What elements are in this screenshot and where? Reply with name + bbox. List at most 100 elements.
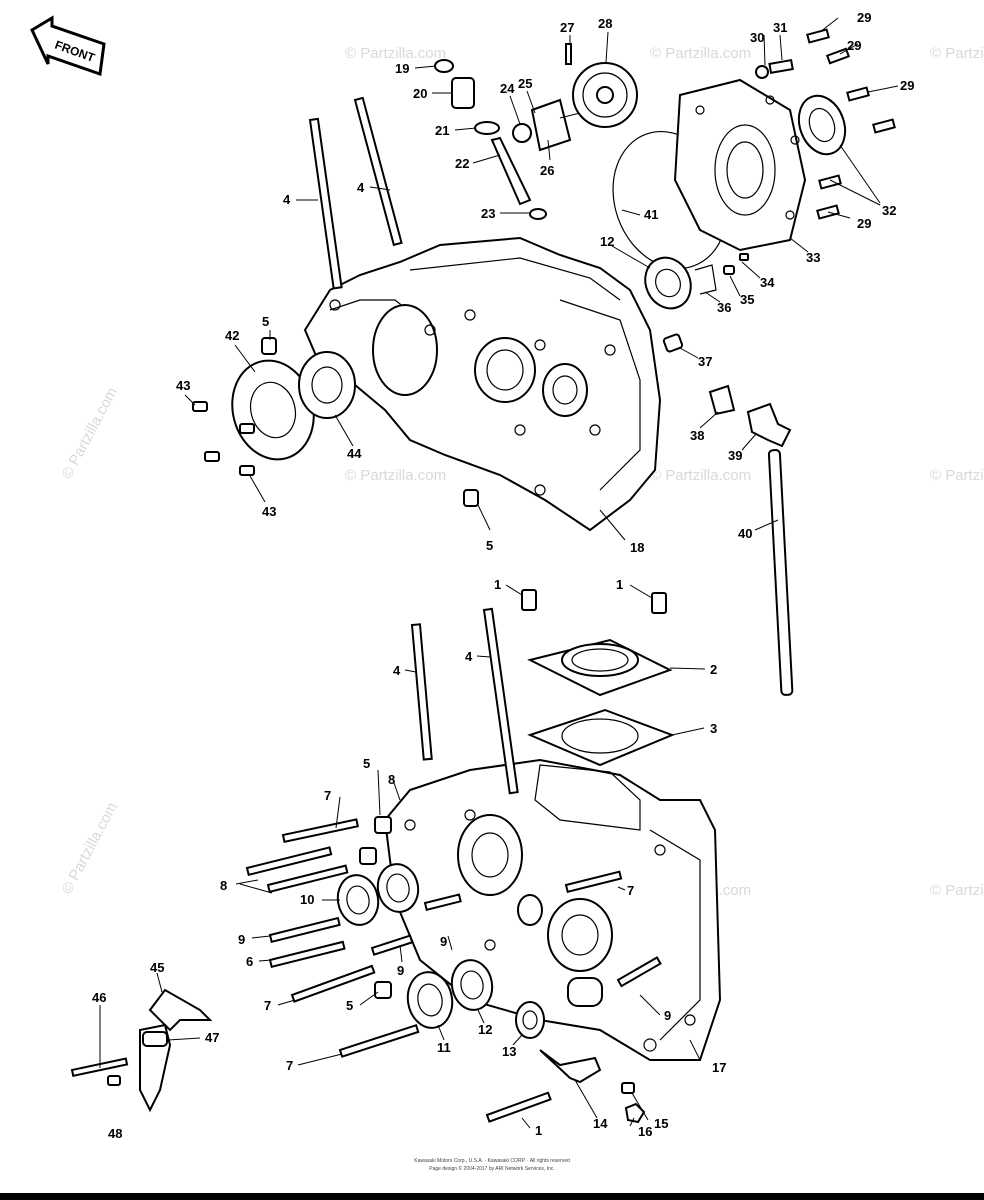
watermark: © Partzilla.com xyxy=(930,882,984,899)
callout-number: 32 xyxy=(882,203,896,218)
callout-number: 29 xyxy=(847,38,861,53)
callout-number: 1 xyxy=(535,1123,542,1138)
crankcase-bolts xyxy=(245,818,662,1123)
dowel-pin xyxy=(374,816,392,834)
callout-number: 16 xyxy=(638,1124,652,1139)
callout-number: 20 xyxy=(413,86,427,101)
cover-screws xyxy=(755,28,896,220)
callout-number: 1 xyxy=(616,577,623,592)
callout-number: 5 xyxy=(346,998,353,1013)
callout-number: 37 xyxy=(698,354,712,369)
callout-number: 5 xyxy=(262,314,269,329)
callout-number: 7 xyxy=(286,1058,293,1073)
callout-number: 36 xyxy=(717,300,731,315)
callout-number: 25 xyxy=(518,76,532,91)
callout-number: 9 xyxy=(440,934,447,949)
callout-number: 4 xyxy=(283,192,291,207)
callout-number: 9 xyxy=(397,963,404,978)
callout-number: 12 xyxy=(600,234,614,249)
callout-number: 4 xyxy=(465,649,473,664)
callout-number: 43 xyxy=(262,504,276,519)
callout-number: 31 xyxy=(773,20,787,35)
callout-number: 23 xyxy=(481,206,495,221)
callout-number: 5 xyxy=(486,538,493,553)
callout-number: 2 xyxy=(710,662,717,677)
callout-number: 9 xyxy=(238,932,245,947)
callout-number: 10 xyxy=(300,892,314,907)
oil-seal xyxy=(797,94,847,156)
watermark: © Partzilla.com xyxy=(345,467,446,484)
cylinder-gaskets xyxy=(521,589,675,767)
callout-number: 41 xyxy=(644,207,658,222)
callout-number: 17 xyxy=(712,1060,726,1075)
callout-number: 7 xyxy=(264,998,271,1013)
callout-number: 48 xyxy=(108,1126,122,1141)
callout-number: 4 xyxy=(357,180,365,195)
callout-number: 15 xyxy=(654,1116,668,1131)
callout-number: 3 xyxy=(710,721,717,736)
callout-number: 5 xyxy=(363,756,370,771)
callout-number: 42 xyxy=(225,328,239,343)
callout-number: 26 xyxy=(540,163,554,178)
stud-bolts-upper xyxy=(308,96,403,290)
stud-bolts-lower xyxy=(410,607,519,795)
callout-number: 6 xyxy=(246,954,253,969)
dowel-pin xyxy=(359,847,377,865)
callout-number: 39 xyxy=(728,448,742,463)
callout-numbers: 4 4 5 5 19 20 21 22 23 24 25 26 27 28 41… xyxy=(92,10,914,1141)
side-cover xyxy=(673,78,807,252)
watermark: © Partzilla.com xyxy=(930,45,984,62)
copyright-line: Kawasaki Motors Corp., U.S.A. · Kawasaki… xyxy=(414,1158,570,1164)
watermark: © Partzilla.com xyxy=(345,45,446,62)
callout-number: 45 xyxy=(150,960,164,975)
lower-seals-bearings xyxy=(336,863,603,1039)
drive-gear xyxy=(565,43,638,128)
callout-number: 7 xyxy=(627,883,634,898)
lower-small-parts xyxy=(539,1049,646,1124)
callout-number: 46 xyxy=(92,990,106,1005)
callout-number: 43 xyxy=(176,378,190,393)
oil-pump-drive-parts xyxy=(434,59,601,220)
callout-number: 28 xyxy=(598,16,612,31)
left-bearing-holder xyxy=(192,351,356,476)
callout-number: 47 xyxy=(205,1030,219,1045)
watermark: © Partzilla.com xyxy=(650,467,751,484)
callout-number: 40 xyxy=(738,526,752,541)
callout-number: 24 xyxy=(500,81,515,96)
callout-number: 12 xyxy=(478,1022,492,1037)
callout-number: 33 xyxy=(806,250,820,265)
dowel-pin xyxy=(374,981,392,999)
callout-number: 34 xyxy=(760,275,775,290)
callout-number: 30 xyxy=(750,30,764,45)
callout-number: 8 xyxy=(388,772,395,787)
callout-number: 13 xyxy=(502,1044,516,1059)
callout-number: 18 xyxy=(630,540,644,555)
callout-number: 35 xyxy=(740,292,754,307)
watermark: © Partzilla.com xyxy=(59,385,121,482)
callout-number: 8 xyxy=(220,878,227,893)
callout-number: 29 xyxy=(857,10,871,25)
callout-number: 29 xyxy=(900,78,914,93)
watermark: © Partzilla.com xyxy=(59,800,121,897)
bottom-bar xyxy=(0,1193,984,1200)
callout-number: 27 xyxy=(560,20,574,35)
callout-number: 11 xyxy=(437,1040,451,1055)
callout-number: 4 xyxy=(393,663,401,678)
lever-assembly xyxy=(70,988,213,1113)
upper-crankcase xyxy=(303,236,662,532)
callout-number: 9 xyxy=(664,1008,671,1023)
callout-number: 29 xyxy=(857,216,871,231)
dowel-pin xyxy=(261,337,277,355)
callout-number: 38 xyxy=(690,428,704,443)
watermark: © Partzilla.com xyxy=(930,467,984,484)
callout-number: 14 xyxy=(593,1116,608,1131)
callout-number: 22 xyxy=(455,156,469,171)
leader-lines xyxy=(99,17,899,1129)
oil-line-parts xyxy=(662,333,794,696)
callout-number: 19 xyxy=(395,61,409,76)
copyright-line: Page design © 2004-2017 by ARI Network S… xyxy=(429,1165,554,1172)
watermark: © Partzilla.com xyxy=(650,45,751,62)
callout-number: 1 xyxy=(494,577,501,592)
front-arrow-icon: FRONT xyxy=(30,15,106,77)
